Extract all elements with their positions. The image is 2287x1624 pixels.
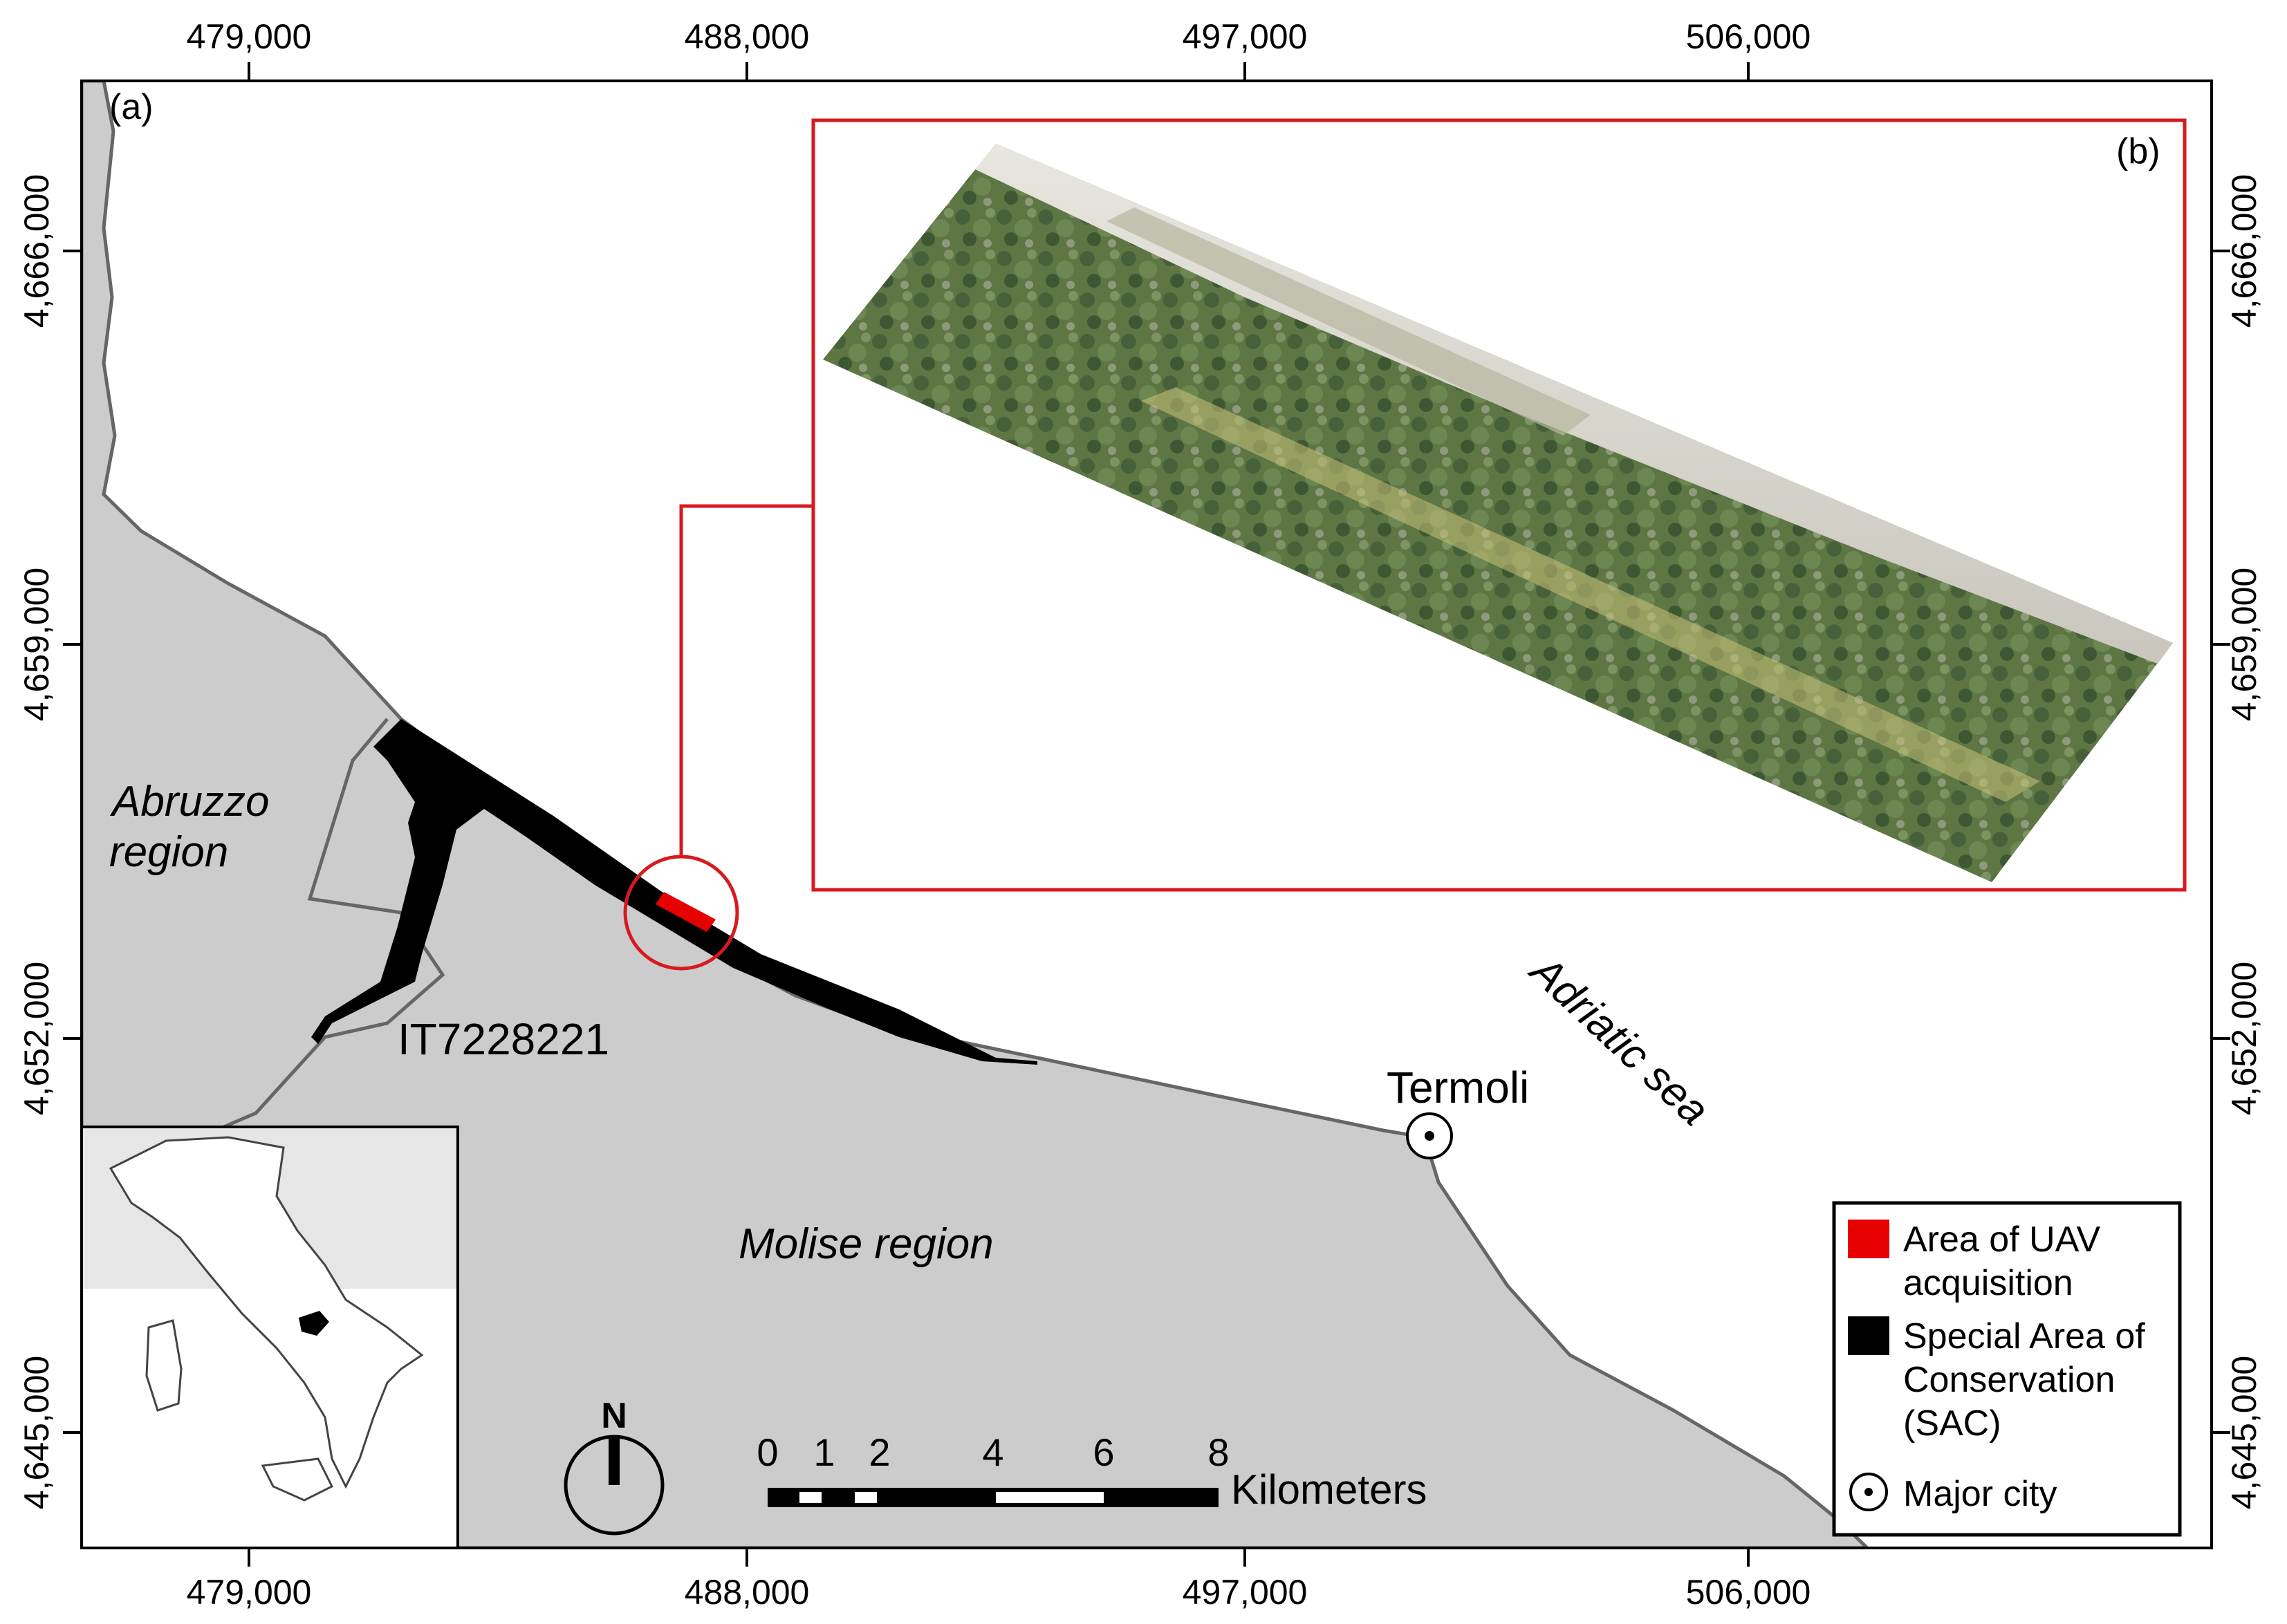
molise-label: Molise region bbox=[739, 1220, 994, 1268]
scale-tick-label: 1 bbox=[813, 1430, 835, 1474]
sac-polygon bbox=[311, 719, 1037, 1065]
inset-connector-line bbox=[679, 504, 813, 857]
panel-a-label: (a) bbox=[109, 87, 154, 127]
map-panel-a bbox=[82, 81, 2187, 1548]
uav-orthophoto bbox=[823, 144, 2173, 882]
city-point-icon bbox=[1406, 1112, 1453, 1159]
y-tick-right: 4,652,000 bbox=[2225, 962, 2263, 1115]
legend-uav-swatch bbox=[1848, 1220, 1889, 1258]
north-arrow-needle bbox=[609, 1437, 620, 1485]
scale-bar: 0 1 2 4 6 8 Kilometers bbox=[757, 1430, 1427, 1513]
uav-acquisition-area bbox=[656, 892, 716, 932]
legend-sac-label: Special Area of bbox=[1903, 1316, 2145, 1356]
x-tick-top: 506,000 bbox=[1686, 17, 1811, 56]
molise-locator bbox=[299, 1311, 329, 1336]
legend-sac-label-line2: Conservation bbox=[1903, 1360, 2115, 1400]
scale-unit-label: Kilometers bbox=[1231, 1466, 1427, 1513]
scale-tick-label: 2 bbox=[869, 1430, 890, 1474]
x-tick-top: 488,000 bbox=[685, 17, 810, 56]
legend-uav-label-line2: acquisition bbox=[1903, 1263, 2073, 1303]
y-tick-left: 4,652,000 bbox=[17, 962, 56, 1115]
x-tick-top: 497,000 bbox=[1183, 17, 1308, 56]
x-tick-bottom: 479,000 bbox=[187, 1573, 312, 1612]
abruzzo-label: Abruzzo bbox=[109, 778, 269, 825]
y-tick-left: 4,659,000 bbox=[17, 568, 56, 721]
y-tick-right: 4,645,000 bbox=[2225, 1356, 2263, 1509]
north-arrow-letter: N bbox=[601, 1396, 627, 1436]
x-tick-bottom: 488,000 bbox=[685, 1573, 810, 1612]
scale-tick-label: 8 bbox=[1207, 1430, 1229, 1474]
italy-locator-inset bbox=[82, 1126, 459, 1548]
scale-tick-label: 4 bbox=[982, 1430, 1003, 1474]
legend-sac-label-line3: (SAC) bbox=[1903, 1403, 2001, 1444]
x-tick-bottom: 497,000 bbox=[1183, 1573, 1308, 1612]
x-tick-top: 479,000 bbox=[187, 17, 312, 56]
city-point-icon bbox=[1849, 1473, 1888, 1511]
y-tick-right: 4,659,000 bbox=[2225, 568, 2263, 721]
legend-uav-label: Area of UAV bbox=[1903, 1220, 2100, 1260]
sardinia-outline bbox=[145, 1319, 183, 1412]
y-tick-left: 4,666,000 bbox=[17, 174, 56, 328]
legend-sac-swatch bbox=[1848, 1316, 1889, 1355]
scale-tick-label: 0 bbox=[757, 1430, 778, 1474]
legend: Area of UAV acquisition Special Area of … bbox=[1832, 1201, 2182, 1537]
legend-box bbox=[1832, 1201, 2182, 1537]
y-tick-left: 4,645,000 bbox=[17, 1356, 56, 1509]
north-arrow: N bbox=[564, 1396, 665, 1536]
sicily-outline bbox=[261, 1457, 334, 1502]
y-tick-right: 4,666,000 bbox=[2225, 174, 2263, 328]
abruzzo-label-line2: region bbox=[109, 828, 228, 876]
sac-code-label: IT7228221 bbox=[398, 1014, 609, 1064]
termoli-label: Termoli bbox=[1387, 1063, 1529, 1112]
map-frame bbox=[80, 80, 2213, 1549]
panel-b-label: (b) bbox=[2116, 131, 2160, 171]
italy-outline bbox=[109, 1136, 424, 1489]
axis-ticks bbox=[63, 62, 2230, 1567]
x-tick-bottom: 506,000 bbox=[1686, 1573, 1811, 1612]
adriatic-sea-label: Adriatic sea bbox=[1520, 945, 1719, 1135]
scale-tick-label: 6 bbox=[1093, 1430, 1114, 1474]
legend-city-label: Major city bbox=[1903, 1474, 2057, 1514]
